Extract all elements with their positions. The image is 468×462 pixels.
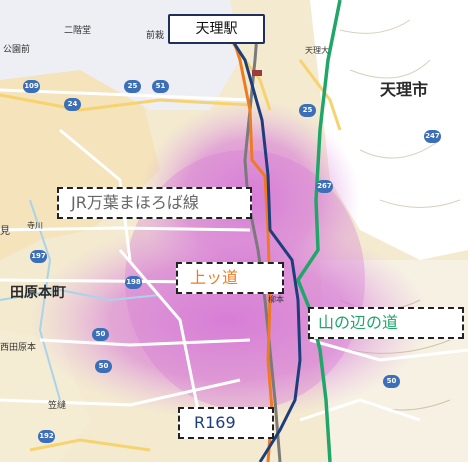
tenri-station-marker <box>252 70 262 76</box>
place-label: 天理大 <box>305 46 329 55</box>
place-label: 西田原本 <box>0 343 37 353</box>
route-shield: 50 <box>383 375 400 388</box>
place-label: 公園前 <box>3 45 31 55</box>
kamitsu-michi-label: 上ッ道 <box>190 268 239 287</box>
urban-area-west <box>0 60 160 260</box>
route-shield: 50 <box>95 360 112 373</box>
route-shield: 197 <box>30 250 47 263</box>
route-shield: 192 <box>38 430 55 443</box>
yamanobe-callout: 山の辺の道 <box>308 307 464 339</box>
jr-line-label: JR万葉まほろば線 <box>71 193 199 212</box>
highlight-south <box>30 220 430 420</box>
route-shield: 25 <box>299 104 316 117</box>
r169-callout: R169 <box>178 407 274 439</box>
route-shield: 267 <box>316 180 333 193</box>
place-label: 寺川 <box>27 221 43 230</box>
place-label: 笠縫 <box>48 401 67 411</box>
place-label: 柳本 <box>268 295 284 304</box>
place-label: 二階堂 <box>64 26 92 36</box>
tenri-station-label: 天理駅 <box>195 21 238 37</box>
town-label-tawaramoto: 田原本町 <box>10 285 66 301</box>
tenri-station-callout: 天理駅 <box>168 14 265 44</box>
route-shield: 25 <box>124 80 141 93</box>
yamanobe-route <box>296 0 342 462</box>
route-shield: 109 <box>23 80 40 93</box>
kamitsu-michi-callout: 上ッ道 <box>176 262 284 294</box>
kamitsu-michi-route <box>226 21 274 462</box>
route-shield: 51 <box>152 80 169 93</box>
route-shield: 50 <box>92 328 109 341</box>
route-shield: 247 <box>424 130 441 143</box>
place-label: 見 <box>0 226 10 237</box>
place-label: 前栽 <box>146 31 165 41</box>
jr-line-callout: JR万葉まほろば線 <box>57 187 252 219</box>
yamanobe-label: 山の辺の道 <box>318 313 399 332</box>
route-shield: 24 <box>64 98 81 111</box>
city-label-tenri: 天理市 <box>380 80 429 99</box>
route-shield: 198 <box>125 276 142 289</box>
r169-route <box>230 39 302 462</box>
r169-label: R169 <box>194 413 236 432</box>
